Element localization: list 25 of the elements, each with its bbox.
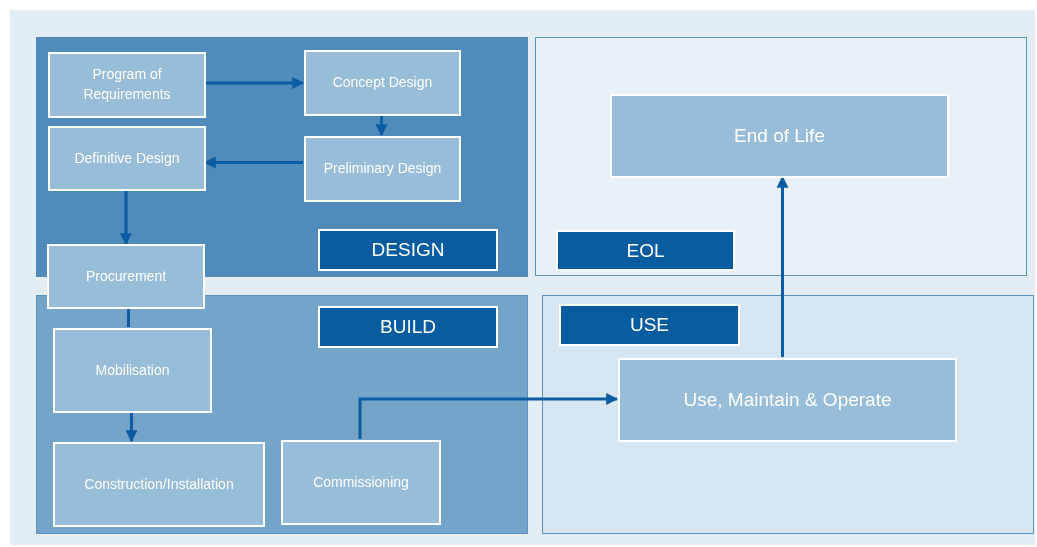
process-box: Procurement bbox=[47, 244, 205, 309]
arrow bbox=[125, 412, 138, 443]
arrow bbox=[203, 156, 303, 169]
process-box: Preliminary Design bbox=[304, 136, 461, 202]
process-box: Mobilisation bbox=[53, 328, 212, 413]
process-box: Commissioning bbox=[281, 440, 441, 525]
process-box: Definitive Design bbox=[48, 126, 206, 191]
phase-tag: DESIGN bbox=[318, 229, 498, 271]
arrow bbox=[358, 393, 619, 439]
process-box: Concept Design bbox=[304, 50, 461, 116]
arrow bbox=[776, 175, 789, 357]
process-box: Construction/Installation bbox=[53, 442, 265, 527]
phase-tag: EOL bbox=[556, 230, 735, 271]
arrow bbox=[120, 190, 132, 246]
phase-tag: BUILD bbox=[318, 306, 498, 348]
connector-line bbox=[127, 309, 130, 327]
arrow bbox=[375, 115, 388, 137]
arrow bbox=[205, 77, 305, 89]
phase-panel bbox=[542, 295, 1034, 534]
process-box: Program of Requirements bbox=[48, 52, 206, 118]
process-box: Use, Maintain & Operate bbox=[618, 358, 957, 442]
phase-tag: USE bbox=[559, 304, 740, 346]
phase-panel bbox=[36, 295, 528, 534]
phase-panel bbox=[535, 37, 1027, 276]
process-box: End of Life bbox=[610, 94, 949, 178]
